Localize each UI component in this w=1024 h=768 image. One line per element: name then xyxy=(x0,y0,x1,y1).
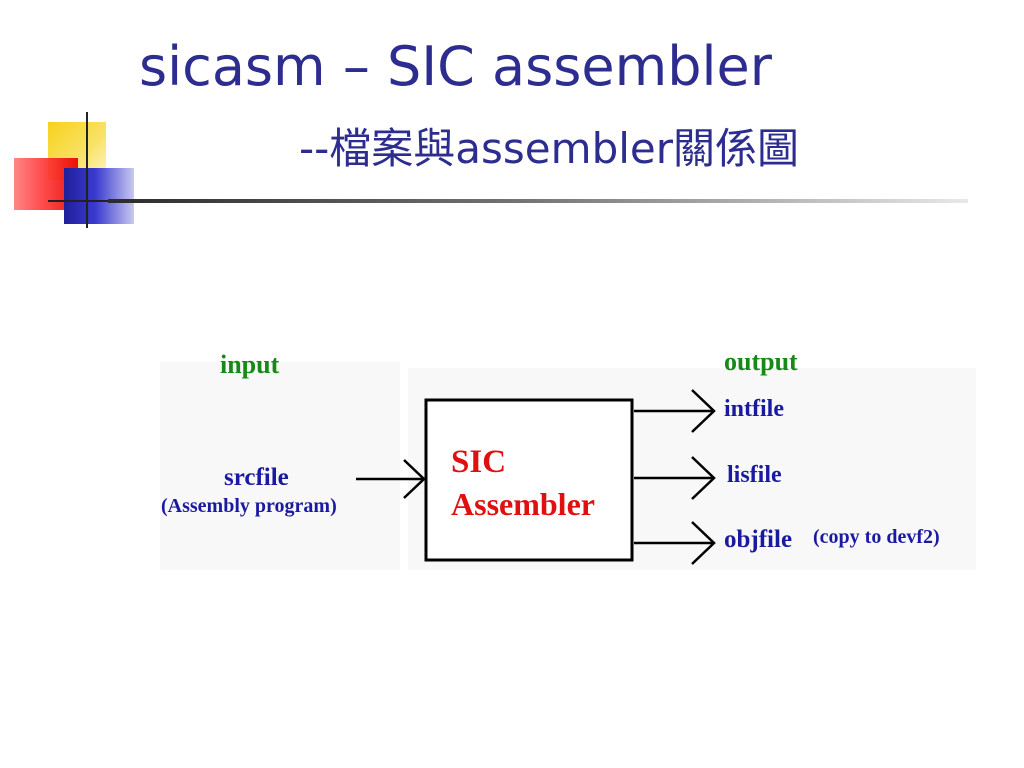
assembler-box-line2: Assembler xyxy=(451,486,595,522)
slide-title: sicasm – SIC assembler xyxy=(139,35,772,98)
output-file-lisfile: lisfile xyxy=(727,462,782,488)
input-arrow-head xyxy=(403,459,426,499)
decorative-blue-square xyxy=(64,168,134,224)
input-file-label: srcfile xyxy=(224,464,289,491)
input-file-description: (Assembly program) xyxy=(161,495,337,517)
output-file-objfile-note: (copy to devf2) xyxy=(813,526,940,548)
output-arrow-intfile-head xyxy=(691,389,716,433)
decorative-vertical-line xyxy=(86,112,88,228)
input-heading: input xyxy=(220,350,280,379)
diagram-input-panel xyxy=(160,362,400,570)
assembler-box xyxy=(424,398,634,562)
output-file-objfile: objfile xyxy=(724,526,793,553)
output-file-intfile: intfile xyxy=(724,396,784,422)
output-arrow-lisfile-head xyxy=(691,456,716,500)
output-arrow-objfile-head xyxy=(691,521,716,565)
title-underline-rule xyxy=(108,199,968,203)
slide-subtitle: --檔案與assembler關係圖 xyxy=(299,124,800,173)
output-heading: output xyxy=(724,347,798,376)
assembler-box-line1: SIC xyxy=(451,444,507,480)
decorative-horizontal-line xyxy=(48,200,108,202)
